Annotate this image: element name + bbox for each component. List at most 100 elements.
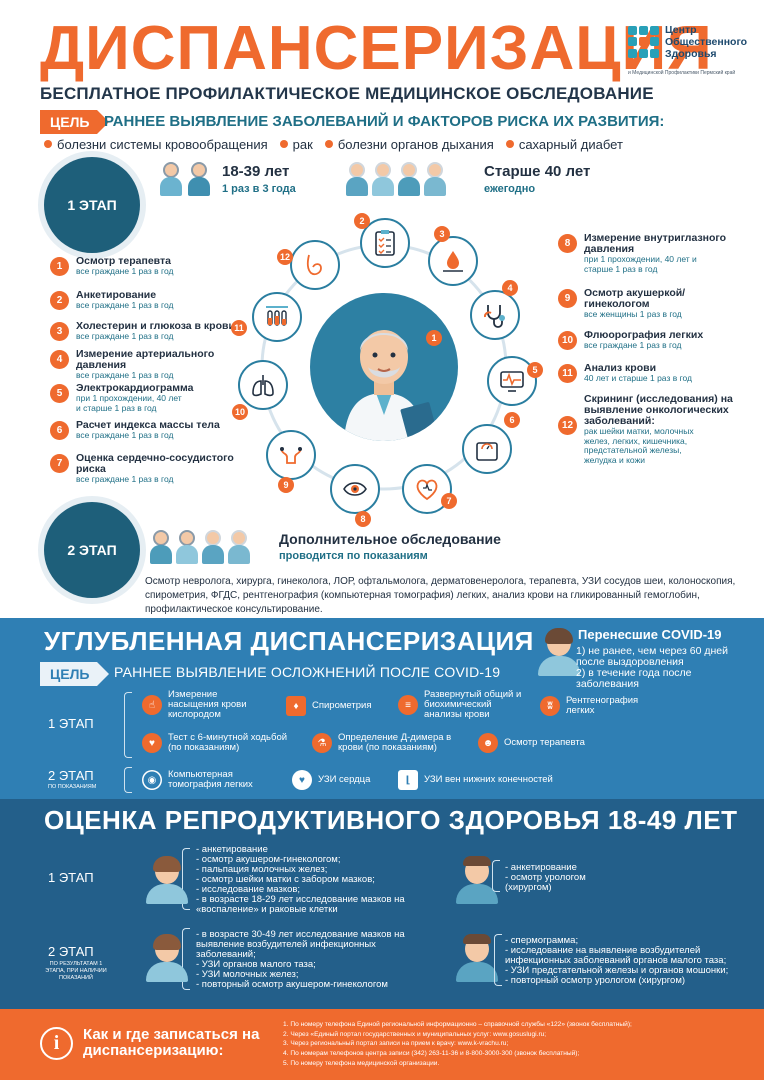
repro-stage2-label: 2 ЭТАП bbox=[48, 944, 94, 959]
covid-conditions: 1) не ранее, чем через 60 дней после выз… bbox=[576, 645, 728, 690]
test-ddimer: ⚗Определение Д-димера в крови (по показа… bbox=[312, 733, 458, 753]
male-stage1-list: - анкетирование - осмотр урологом (хирур… bbox=[505, 862, 586, 893]
female-avatar-2 bbox=[146, 934, 188, 982]
deep-stage2-bracket bbox=[124, 767, 132, 793]
wheel-num-4: 4 bbox=[502, 280, 518, 296]
exam-item-12: 12 Скрининг (исследования) на выявление … bbox=[558, 394, 738, 465]
ct-scanner-icon: ◉ bbox=[142, 770, 162, 790]
footer-title: Как и где записаться на диспансеризацию: bbox=[83, 1026, 260, 1059]
test-oxygen: ☝Измерение насыщения крови кислородом bbox=[142, 690, 268, 720]
young-people-illustration bbox=[160, 160, 216, 200]
test-vein-us: ⌊УЗИ вен нижних конечностей bbox=[398, 770, 553, 790]
male-avatar-2 bbox=[456, 934, 498, 982]
footer-item: 3. Через региональный портал записи на п… bbox=[283, 1040, 509, 1048]
female-avatar-1 bbox=[146, 856, 188, 904]
wheel-num-6: 6 bbox=[504, 412, 520, 428]
logo-small-text: и Медицинской Профилактики Пермский край bbox=[628, 70, 736, 76]
questionnaire-icon bbox=[360, 218, 410, 268]
footer-item: 1. По номеру телефона Единой регионально… bbox=[283, 1021, 632, 1028]
deep-stage1-bracket bbox=[124, 692, 132, 758]
blood-analysis-icon: ≡ bbox=[398, 695, 418, 715]
page-subtitle: БЕСПЛАТНОЕ ПРОФИЛАКТИЧЕСКОЕ МЕДИЦИНСКОЕ … bbox=[40, 84, 654, 103]
blood-test-icon bbox=[428, 236, 478, 286]
wheel-num-5: 5 bbox=[527, 362, 543, 378]
wheel-num-9: 9 bbox=[278, 477, 294, 493]
test-therapist: ☻Осмотр терапевта bbox=[478, 733, 585, 753]
breast-exam-icon bbox=[290, 240, 340, 290]
family-illustration bbox=[150, 522, 270, 568]
stage2-desc: Осмотр невролога, хирурга, гинеколога, Л… bbox=[145, 576, 736, 615]
female-stage2-list: - в возрасте 30-49 лет исследование мазк… bbox=[196, 929, 405, 990]
goal-badge: ЦЕЛЬ bbox=[40, 110, 111, 134]
deep-title: УГЛУБЛЕННАЯ ДИСПАНСЕРИЗАЦИЯ bbox=[44, 626, 534, 656]
wheel-num-8: 8 bbox=[355, 511, 371, 527]
risk-item: сахарный диабет bbox=[506, 137, 623, 152]
leg-icon: ⌊ bbox=[398, 770, 418, 790]
risk-list: болезни системы кровообращения рак болез… bbox=[44, 137, 623, 152]
footer-item: 5. По номеру телефона медицинской органи… bbox=[283, 1059, 440, 1067]
wheel-num-3: 3 bbox=[434, 226, 450, 242]
young-group: 18-39 лет 1 раз в 3 года bbox=[222, 163, 296, 195]
repro-male-stage1-bracket bbox=[492, 860, 500, 892]
old-people-illustration bbox=[346, 160, 472, 200]
risk-item: рак bbox=[280, 137, 313, 152]
deep-stage2-sub: ПО ПОКАЗАНИЯМ bbox=[48, 784, 97, 790]
risk-item: болезни органов дыхания bbox=[325, 137, 494, 152]
male-avatar-1 bbox=[456, 856, 498, 904]
logo-grid-icon bbox=[628, 26, 660, 58]
stage1-circle: 1 ЭТАП bbox=[22, 157, 162, 253]
stage2-label: 2 ЭТАП bbox=[67, 542, 117, 558]
old-group: Старше 40 лет ежегодно bbox=[484, 163, 590, 195]
stage2-circle: 2 ЭТАП bbox=[22, 502, 162, 598]
page-title: ДИСПАНСЕРИЗАЦИЯ bbox=[40, 14, 713, 83]
deep-stage2-label: 2 ЭТАП bbox=[48, 768, 94, 783]
female-stage1-list: - анкетирование - осмотр акушером-гинеко… bbox=[196, 844, 405, 915]
doctor-illustration bbox=[310, 293, 458, 441]
deep-goal-badge: ЦЕЛЬ bbox=[40, 662, 111, 686]
stethoscope-icon bbox=[470, 290, 520, 340]
repro-stage1-label: 1 ЭТАП bbox=[48, 870, 94, 885]
info-icon: i bbox=[40, 1027, 73, 1060]
test-spirometry: ♦Спирометрия bbox=[286, 696, 371, 716]
stage2-title: Дополнительное обследование bbox=[279, 531, 501, 547]
doctor-icon: ☻ bbox=[478, 733, 498, 753]
test-ct: ◉Компьютерная томография легких bbox=[142, 770, 278, 790]
heart-ultrasound-icon: ♥ bbox=[292, 770, 312, 790]
test-tubes-icon bbox=[252, 292, 302, 342]
test-heart-us: ♥УЗИ сердца bbox=[292, 770, 370, 790]
repro-stage1-bracket bbox=[182, 848, 190, 910]
wheel-num-2: 2 bbox=[354, 213, 370, 229]
flask-icon: ⚗ bbox=[312, 733, 332, 753]
lungs-icon: ʬ bbox=[540, 696, 560, 716]
oxygen-icon: ☝ bbox=[142, 695, 162, 715]
male-stage2-list: - спермограмма; - исследование на выявле… bbox=[505, 935, 729, 986]
goal-text: РАННЕЕ ВЫЯВЛЕНИЕ ЗАБОЛЕВАНИЙ И ФАКТОРОВ … bbox=[104, 113, 665, 130]
young-age: 18-39 лет bbox=[222, 163, 290, 180]
wheel-num-7: 7 bbox=[441, 493, 457, 509]
heart-icon: ♥ bbox=[142, 733, 162, 753]
repro-stage2-bracket bbox=[182, 928, 190, 990]
wheel-num-1: 1 bbox=[426, 330, 442, 346]
eye-icon bbox=[330, 464, 380, 514]
risk-item: болезни системы кровообращения bbox=[44, 137, 268, 152]
wheel-num-10: 10 bbox=[232, 404, 248, 420]
logo-text: Центр Общественного Здоровья bbox=[665, 24, 748, 60]
young-freq: 1 раз в 3 года bbox=[222, 183, 296, 195]
wheel-num-11: 11 bbox=[231, 320, 247, 336]
logo: Центр Общественного Здоровья и Медицинск… bbox=[628, 24, 758, 84]
footer-item: 2. Через «Единый портал государственных … bbox=[283, 1030, 547, 1038]
covid-person-illustration bbox=[538, 628, 580, 676]
wheel-num-12: 12 bbox=[277, 249, 293, 265]
covid-title: Перенесшие COVID-19 bbox=[578, 627, 722, 642]
footer-list: 1. По номеру телефона Единой регионально… bbox=[283, 1020, 753, 1069]
uterus-icon bbox=[266, 430, 316, 480]
test-walk: ♥Тест с 6-минутной ходьбой (по показания… bbox=[142, 733, 288, 753]
